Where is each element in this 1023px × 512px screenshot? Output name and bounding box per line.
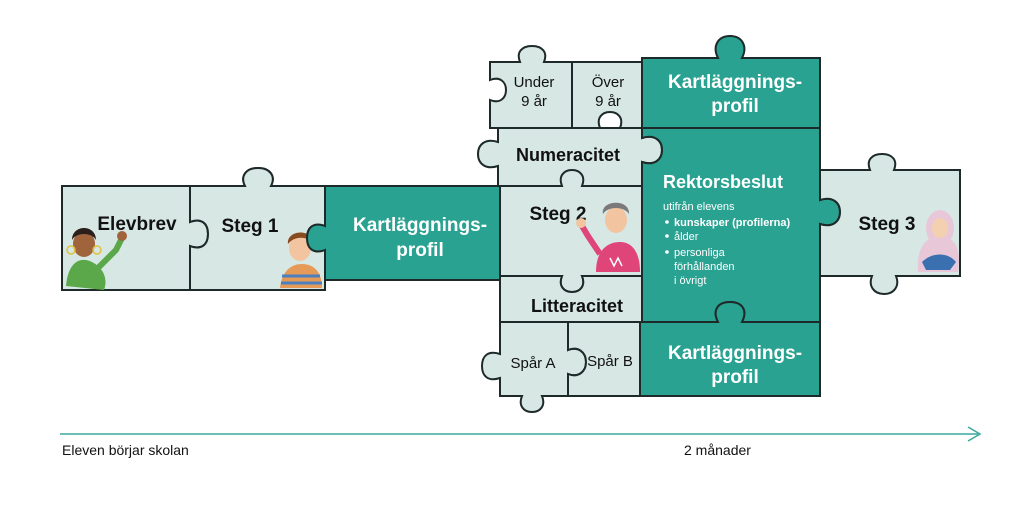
piece-numeracitet: Numeracitet (476, 127, 664, 187)
kart-main-line1: Kartläggnings- (353, 215, 487, 236)
piece-under-9: Under 9 år (489, 44, 573, 129)
piece-steg1-shape (189, 166, 326, 291)
piece-rektorsbeslut: Rektorsbeslut utifrån elevens kunskaper … (641, 127, 842, 323)
bullet-dot-2 (665, 234, 669, 238)
bullet-dot-3 (665, 250, 669, 254)
spar-b-label: Spår B (587, 353, 633, 370)
rektorsbeslut-bullet1: kunskaper (profilerna) (674, 217, 790, 229)
girl-waving-icon (66, 228, 127, 290)
kart-top-line2: profil (711, 96, 759, 117)
piece-over-9: Över 9 år (571, 61, 643, 129)
kart-bottom-line2: profil (711, 367, 759, 388)
piece-spar-b: Spår B (567, 321, 641, 397)
rektorsbeslut-bullet3c: i övrigt (674, 275, 706, 287)
over-9-line1: Över (592, 73, 625, 91)
piece-litteracitet-shape (499, 275, 643, 323)
rektorsbeslut-bullet3a: personliga (674, 247, 726, 259)
bullet-dot-1 (665, 220, 669, 224)
boy-striped-shirt-icon (280, 232, 322, 288)
timeline-end-label: 2 månader (684, 442, 751, 458)
timeline: Eleven börjar skolan 2 månader (60, 426, 982, 458)
under-9-line1: Under (514, 74, 555, 91)
kart-main-line2: profil (396, 240, 444, 261)
numeracitet-label: Numeracitet (516, 145, 620, 165)
piece-spar-b-shape (567, 321, 641, 397)
rektorsbeslut-bullet2: ålder (674, 231, 699, 243)
steg1-label: Steg 1 (221, 216, 278, 237)
girl-hijab-icon (917, 210, 960, 272)
rektorsbeslut-title: Rektorsbeslut (663, 172, 783, 192)
elevbrev-label: Elevbrev (97, 214, 177, 235)
piece-kartlaggningsprofil-main: Kartläggnings- profil (305, 185, 520, 281)
boy-waving-icon (576, 202, 640, 272)
kart-bottom-line1: Kartläggnings- (668, 343, 802, 364)
piece-steg2: Steg 2 (499, 168, 643, 294)
piece-kart-top-shape (641, 34, 821, 129)
piece-litteracitet: Litteracitet (499, 275, 643, 323)
piece-steg3: Steg 3 (819, 152, 961, 296)
rektorsbeslut-bullet3b: förhållanden (674, 261, 735, 273)
litteracitet-label: Litteracitet (531, 296, 623, 316)
spar-a-label: Spår A (510, 355, 555, 372)
under-9-line2: 9 år (521, 93, 547, 110)
piece-kartlaggningsprofil-bottom: Kartläggnings- profil (639, 300, 821, 397)
kart-top-line1: Kartläggnings- (668, 72, 802, 93)
steg3-label: Steg 3 (858, 214, 915, 235)
rektorsbeslut-intro: utifrån elevens (663, 201, 735, 213)
timeline-start-label: Eleven börjar skolan (62, 442, 189, 458)
over-9-line2: 9 år (595, 93, 621, 110)
timeline-arrow-head-icon (967, 426, 982, 442)
piece-steg1: Steg 1 (189, 166, 326, 291)
piece-kartlaggningsprofil-top: Kartläggnings- profil (641, 34, 821, 129)
steg2-label: Steg 2 (529, 204, 586, 225)
piece-kart-bottom-shape (639, 300, 821, 397)
piece-elevbrev: Elevbrev (61, 166, 274, 291)
